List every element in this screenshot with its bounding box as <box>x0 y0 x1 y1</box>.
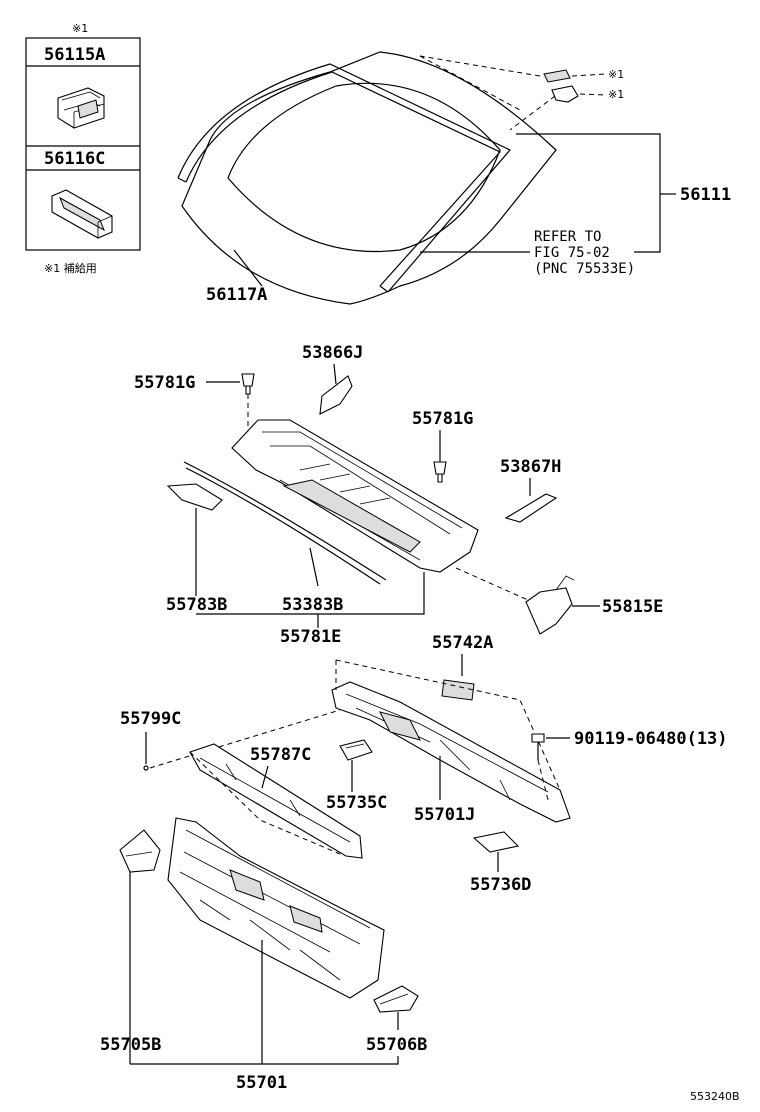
label-55701J: 55701J <box>414 805 475 825</box>
seal-53383b <box>183 461 387 581</box>
bracket-55736d <box>472 831 520 853</box>
legend-footnote: ※1 補給用 <box>44 261 97 275</box>
clip-55781g-right <box>433 461 447 483</box>
refer-line-1: REFER TO <box>534 229 601 245</box>
label-53867H: 53867H <box>500 457 561 477</box>
clip-56115a-drawing <box>57 87 105 129</box>
clip-mark-2: ※1 <box>608 88 624 101</box>
windshield-molding-56111 <box>177 63 511 293</box>
windshield-clips <box>419 55 579 131</box>
diagram-id: 553240B <box>690 1090 740 1103</box>
cover-55783b <box>166 483 223 511</box>
seal-53867h <box>504 493 558 523</box>
legend-box: ※1 56115A 56116C ※1 補給用 <box>25 22 141 275</box>
clip-55781g-left <box>241 373 255 395</box>
refer-line-2: FIG 75-02 <box>534 245 610 261</box>
seal-55742a <box>441 679 475 701</box>
label-55781G-left: 55781G <box>134 373 195 393</box>
label-55742A: 55742A <box>432 633 493 653</box>
label-53383B: 53383B <box>282 595 343 615</box>
seal-53866j <box>319 375 353 415</box>
label-55781E: 55781E <box>280 627 341 647</box>
label-55815E: 55815E <box>602 597 663 617</box>
label-55781G-right: 55781G <box>412 409 473 429</box>
label-55706B: 55706B <box>366 1035 427 1055</box>
label-90119: 90119-06480(13) <box>574 729 728 749</box>
legend-top-mark: ※1 <box>72 22 88 35</box>
cover-55815e <box>525 575 575 635</box>
cowl-panel-55701 <box>167 817 385 999</box>
label-55783B: 55783B <box>166 595 227 615</box>
cowl-panel-inner-55701j <box>331 681 571 823</box>
bracket-55705b <box>119 829 161 873</box>
clip-mark-1: ※1 <box>608 68 624 81</box>
label-55701: 55701 <box>236 1073 287 1093</box>
bracket-55735c <box>339 739 373 761</box>
legend-part-b: 56116C <box>44 149 105 169</box>
windshield-glass <box>181 51 557 305</box>
molding-56116c-drawing <box>51 189 113 239</box>
cowl-brace-55787c <box>189 743 363 859</box>
label-56117A: 56117A <box>206 285 267 305</box>
label-56111: 56111 <box>680 185 731 205</box>
label-53866J: 53866J <box>302 343 363 363</box>
label-55799C: 55799C <box>120 709 181 729</box>
refer-line-3: (PNC 75533E) <box>534 261 635 277</box>
legend-part-a: 56115A <box>44 45 105 65</box>
bolt-90119 <box>531 733 545 760</box>
label-55705B: 55705B <box>100 1035 161 1055</box>
label-55787C: 55787C <box>250 745 311 765</box>
label-55735C: 55735C <box>326 793 387 813</box>
bracket-55706b <box>373 985 419 1013</box>
label-55736D: 55736D <box>470 875 531 895</box>
cowl-top-panel-55781e <box>231 419 479 573</box>
